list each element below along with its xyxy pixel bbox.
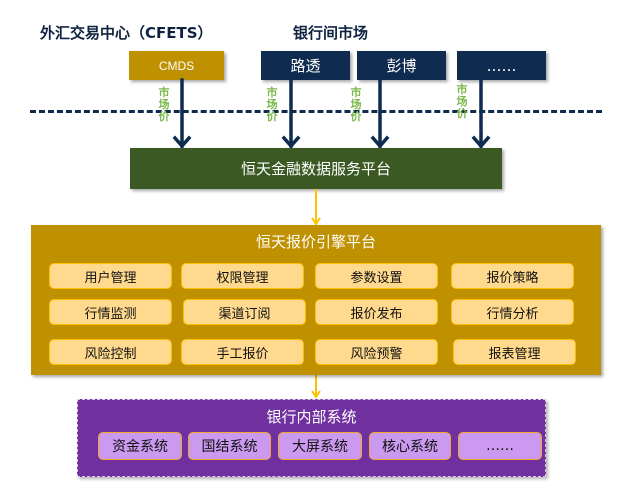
market-price-label: 市场价 bbox=[266, 86, 278, 123]
module-parameter-settings: 参数设置 bbox=[315, 263, 438, 289]
module-quote-publishing: 报价发布 bbox=[315, 299, 438, 325]
module-permission-management: 权限管理 bbox=[181, 263, 304, 289]
market-price-label: 市场价 bbox=[158, 86, 170, 123]
source-label: CMDS bbox=[158, 58, 195, 73]
connector-arrows bbox=[311, 189, 321, 399]
cfets-heading: 外汇交易中心（CFETS） bbox=[40, 24, 213, 42]
arrow-down-icon bbox=[311, 375, 321, 399]
market-price-label: 市场价 bbox=[456, 83, 468, 120]
market-price-label: 市场价 bbox=[350, 86, 362, 123]
quote-engine-platform: 恒天报价引擎平台 用户管理 权限管理 参数设置 报价策略 行情监测 渠道订阅 报… bbox=[31, 225, 601, 375]
bank-internal-systems: 银行内部系统 资金系统 国结系统 大屏系统 核心系统 …… bbox=[77, 399, 546, 477]
system-core: 核心系统 bbox=[369, 432, 451, 460]
interbank-market-heading: 银行间市场 bbox=[293, 24, 369, 42]
data-service-platform: 恒天金融数据服务平台 bbox=[130, 148, 502, 189]
module-user-management: 用户管理 bbox=[49, 263, 172, 289]
source-bloomberg: 彭博 bbox=[357, 51, 446, 80]
source-reuters: 路透 bbox=[261, 51, 350, 80]
module-risk-alert: 风险预警 bbox=[315, 339, 438, 365]
source-label: 路透 bbox=[290, 57, 321, 75]
system-more: …… bbox=[458, 432, 542, 460]
source-label: 彭博 bbox=[386, 57, 417, 75]
module-market-monitoring: 行情监测 bbox=[49, 299, 172, 325]
module-channel-subscription: 渠道订阅 bbox=[183, 299, 306, 325]
module-quote-strategy: 报价策略 bbox=[451, 263, 574, 289]
market-price-arrows bbox=[172, 78, 491, 149]
system-international-settlement: 国结系统 bbox=[188, 432, 271, 460]
arrow-down-icon bbox=[471, 78, 491, 149]
bank-internal-title: 银行内部系统 bbox=[266, 408, 357, 426]
module-market-analysis: 行情分析 bbox=[451, 299, 574, 325]
source-label: …… bbox=[486, 56, 517, 75]
arrow-down-icon bbox=[370, 78, 390, 149]
module-manual-quote: 手工报价 bbox=[181, 339, 304, 365]
system-big-screen: 大屏系统 bbox=[278, 432, 362, 460]
source-more: …… bbox=[457, 51, 546, 80]
platform-label: 恒天金融数据服务平台 bbox=[240, 160, 391, 178]
module-report-management: 报表管理 bbox=[453, 339, 576, 365]
arrow-down-icon bbox=[172, 78, 192, 149]
arrow-down-icon bbox=[281, 78, 301, 149]
source-cmds: CMDS bbox=[129, 51, 224, 80]
boundary-dashed-line bbox=[30, 110, 602, 113]
quote-engine-title: 恒天报价引擎平台 bbox=[255, 233, 376, 251]
module-risk-control: 风险控制 bbox=[49, 339, 172, 365]
system-treasury: 资金系统 bbox=[98, 432, 182, 460]
arrow-down-icon bbox=[311, 189, 321, 226]
